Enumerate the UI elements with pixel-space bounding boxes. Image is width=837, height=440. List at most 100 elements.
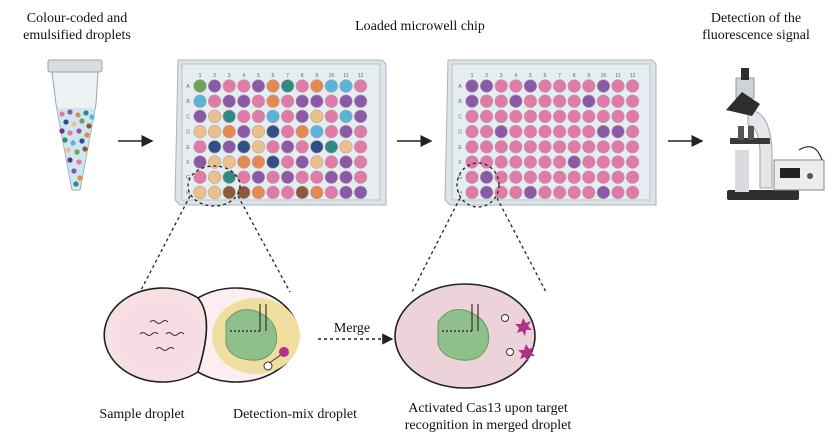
- plate-row-label: A: [186, 84, 190, 90]
- microwell: [523, 155, 538, 169]
- plate-column-label: 8: [301, 73, 304, 79]
- microwell: [582, 155, 596, 169]
- microwell: [480, 125, 494, 139]
- microwell: [538, 125, 552, 139]
- plate-row-label: C: [186, 114, 190, 120]
- microwell: [281, 185, 295, 199]
- plate-row-label: E: [186, 145, 190, 151]
- microwell: [509, 170, 523, 184]
- microwell: [625, 155, 640, 169]
- droplet-pair: [103, 287, 300, 383]
- microwell: [266, 94, 280, 108]
- microwell: [611, 185, 625, 199]
- microwell: [281, 170, 295, 184]
- microwell: [582, 185, 596, 199]
- microwell: [494, 125, 508, 139]
- microwell: [596, 140, 611, 154]
- microwell: [538, 170, 552, 184]
- emulsion-droplet: [71, 168, 77, 174]
- plate-column-label: 10: [329, 73, 335, 79]
- microwell: [523, 94, 538, 108]
- microwell: [596, 155, 611, 169]
- microwell: [208, 109, 222, 123]
- microwell: [193, 170, 207, 184]
- plate-column-label: 5: [529, 73, 532, 79]
- merged-droplet: [394, 283, 536, 389]
- microwell: [251, 94, 265, 108]
- microwell: [354, 109, 368, 123]
- microwell: [523, 185, 538, 199]
- microwell: [281, 140, 295, 154]
- microwell: [582, 94, 596, 108]
- emulsion-droplet: [74, 149, 80, 155]
- microwell: [237, 125, 251, 139]
- microwell: [552, 125, 567, 139]
- plate-column-label: 2: [485, 73, 488, 79]
- plate-column-label: 7: [286, 73, 289, 79]
- activated-cas13-label: Activated Cas13 upon target recognition …: [404, 401, 572, 433]
- microwell: [295, 185, 309, 199]
- microwell: [538, 79, 552, 93]
- microwell: [310, 79, 324, 93]
- microwell: [266, 185, 280, 199]
- microwell: [509, 125, 523, 139]
- microwell: [552, 79, 567, 93]
- microwell: [295, 109, 309, 123]
- plate-row-label: H: [458, 190, 462, 196]
- microwell: [266, 125, 280, 139]
- microwell: [625, 79, 640, 93]
- microwell: [625, 109, 640, 123]
- microwell: [208, 170, 222, 184]
- zoom-circle-2: [456, 162, 500, 208]
- microwell: [494, 155, 508, 169]
- microwell: [339, 94, 353, 108]
- microwell: [494, 109, 508, 123]
- emulsion-droplet: [77, 175, 83, 181]
- microwell: [596, 79, 611, 93]
- microwell: [251, 125, 265, 139]
- microwell: [339, 79, 353, 93]
- microwell: [611, 94, 625, 108]
- plate-row-label: E: [458, 145, 462, 151]
- emulsion-droplet: [75, 112, 81, 118]
- microwell: [237, 79, 251, 93]
- microwell: [193, 140, 207, 154]
- microwell: [509, 79, 523, 93]
- microwell: [567, 79, 581, 93]
- microwell: [281, 125, 295, 139]
- microwell: [324, 185, 339, 199]
- plate-column-label: 9: [587, 73, 590, 79]
- microwell: [552, 155, 567, 169]
- microwell: [480, 109, 494, 123]
- microwell: [582, 170, 596, 184]
- microwell: [295, 155, 309, 169]
- microwell: [339, 185, 353, 199]
- microwell: [251, 109, 265, 123]
- plate-column-label: 12: [358, 73, 364, 79]
- microwell: [339, 155, 353, 169]
- microwell: [465, 185, 479, 199]
- microwell: [222, 155, 236, 169]
- microwell: [538, 185, 552, 199]
- microwell: [193, 125, 207, 139]
- emulsion-droplet: [71, 121, 77, 127]
- microwell: [538, 140, 552, 154]
- microwell: [552, 170, 567, 184]
- cas13-icon: [225, 304, 278, 361]
- microwell: [266, 155, 280, 169]
- emulsion-droplet: [86, 123, 92, 129]
- plate-row-label: G: [458, 175, 462, 181]
- microwell: [611, 109, 625, 123]
- microwell: [310, 170, 324, 184]
- microwell: [494, 170, 508, 184]
- microwell: [295, 79, 309, 93]
- microwell: [567, 155, 581, 169]
- emulsion-droplet: [84, 132, 90, 138]
- microwell: [509, 155, 523, 169]
- microwell: [611, 79, 625, 93]
- plate-column-label: 7: [558, 73, 561, 79]
- microwell: [251, 170, 265, 184]
- microwell: [523, 79, 538, 93]
